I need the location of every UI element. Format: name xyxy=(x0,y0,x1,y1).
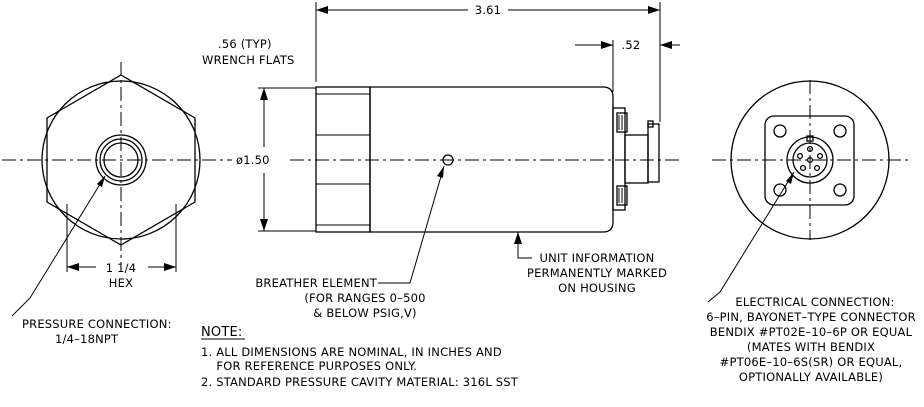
breather-element-label: BREATHER ELEMENT xyxy=(255,276,377,290)
side-view: 3.61 .52 .56 (TYP) WRENCH FLATS ø1.50 xyxy=(202,2,680,320)
arrowhead xyxy=(660,41,672,49)
electrical-connection-leader xyxy=(707,171,795,303)
electrical-connection-type: 6–PIN, BAYONET–TYPE CONNECTOR xyxy=(706,310,916,324)
electrical-connection-optional: OPTIONALLY AVAILABLE) xyxy=(739,370,883,384)
arrowhead xyxy=(97,176,105,187)
arrowhead xyxy=(786,172,794,184)
connector-knurl-top xyxy=(616,112,628,133)
connector-key xyxy=(647,120,654,128)
overall-length-label: 3.61 xyxy=(475,3,501,17)
diameter-label: ø1.50 xyxy=(236,153,270,167)
unit-info-marked: PERMANENTLY MARKED xyxy=(527,266,667,280)
note-item: 1. ALL DIMENSIONS ARE NOMINAL, IN INCHES… xyxy=(201,345,502,359)
hex-size-label: 1 1/4 xyxy=(106,261,136,275)
note-item: 2. STANDARD PRESSURE CAVITY MATERIAL: 31… xyxy=(201,375,519,389)
note-item: FOR REFERENCE PURPOSES ONLY. xyxy=(201,359,417,373)
hex-label: HEX xyxy=(109,276,133,290)
unit-info-label: UNIT INFORMATION xyxy=(540,251,655,265)
arrowhead xyxy=(648,6,660,14)
arrowhead xyxy=(260,219,268,231)
mounting-hole xyxy=(833,124,847,138)
main-housing xyxy=(369,86,614,233)
breather-element-range: (FOR RANGES 0–500 xyxy=(304,291,425,305)
breather-leader xyxy=(378,165,445,284)
connector-nose xyxy=(647,123,660,183)
breather-element-unit: & BELOW PSIG,V) xyxy=(313,306,416,320)
pressure-connection-leader xyxy=(11,175,106,317)
electrical-connection-label: ELECTRICAL CONNECTION: xyxy=(735,295,894,309)
electrical-connection-mate-part: #PT06E–10–6S(SR) OR EQUAL, xyxy=(720,355,903,369)
pressure-connection-thread: 1/4–18NPT xyxy=(55,332,119,346)
wrench-flats-label: WRENCH FLATS xyxy=(202,53,295,67)
electrical-connection-mates: (MATES WITH BENDIX xyxy=(747,340,875,354)
pressure-connection-label: PRESSURE CONNECTION: xyxy=(22,317,172,331)
arrowhead xyxy=(260,88,268,100)
arrowhead xyxy=(316,6,328,14)
hex-end-view: 1 1/4 HEX PRESSURE CONNECTION: 1/4–18NPT xyxy=(2,62,232,346)
arrowhead xyxy=(601,41,613,49)
notes-block: NOTE: 1. ALL DIMENSIONS ARE NOMINAL, IN … xyxy=(201,325,519,389)
mounting-hole xyxy=(773,124,787,138)
connector-knurl-bottom xyxy=(616,185,628,206)
unit-info-housing: ON HOUSING xyxy=(558,281,636,295)
connector-end-view: ELECTRICAL CONNECTION: 6–PIN, BAYONET–TY… xyxy=(706,80,916,384)
arrowhead xyxy=(67,263,79,271)
mounting-hole xyxy=(833,183,847,197)
connector-shell xyxy=(624,134,649,184)
arrowhead xyxy=(164,263,176,271)
connector-length-label: .52 xyxy=(622,38,641,52)
arrowhead xyxy=(514,232,522,244)
unit-info-leader xyxy=(517,232,532,259)
electrical-connection-part: BENDIX #PT02E–10–6P OR EQUAL xyxy=(710,325,913,339)
wrench-flats-dim: .56 (TYP) xyxy=(218,37,272,51)
notes-heading: NOTE: xyxy=(201,325,243,340)
arrowhead xyxy=(437,166,444,178)
mounting-hole xyxy=(773,183,787,197)
